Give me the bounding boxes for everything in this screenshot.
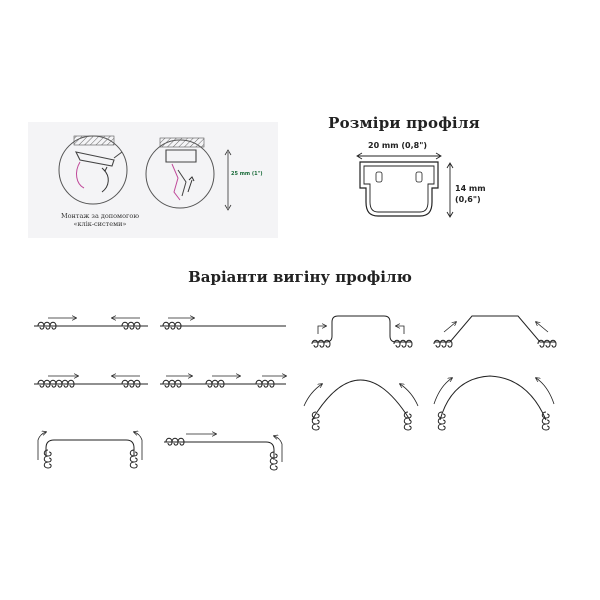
- profile-height-value: 14 mm: [455, 184, 486, 193]
- variant-raised-rectangle: [312, 315, 412, 347]
- variant-wide-arc: [303, 379, 419, 430]
- click-system-mount-drawing: [58, 135, 232, 211]
- clip-left: [76, 161, 85, 189]
- bending-variants-title: Варіанти вигіну профілю: [188, 268, 412, 286]
- variant-u-bend-both-ends: [37, 432, 143, 468]
- variant-l-bend-one-end: [164, 434, 283, 470]
- variant-straight-two-sides: [34, 318, 148, 329]
- profile-cross-section-drawing: [356, 152, 454, 218]
- variant-straight-multi-left: [34, 376, 148, 387]
- track-profile-left: [74, 151, 115, 167]
- variant-narrow-arc: [433, 375, 555, 430]
- variant-straight-multi-spread: [160, 376, 286, 387]
- profile-dimensions-title: Розміри профіля: [328, 114, 480, 132]
- mount-caption: Монтаж за допомогою «клік-системи»: [50, 212, 150, 228]
- profile-height-label: 14 mm (0,6"): [455, 183, 486, 205]
- rotate-arrow-right: [187, 179, 193, 193]
- variant-raised-trapezoid: [434, 315, 556, 347]
- ceiling-hatch-right: [159, 137, 205, 148]
- mounting-illustration-panel: [28, 122, 278, 238]
- profile-height-inch: (0,6"): [455, 195, 481, 204]
- ceiling-hatch-left: [73, 135, 115, 146]
- track-profile-right: [165, 149, 197, 163]
- mount-caption-line-2: «клік-системи»: [73, 220, 127, 228]
- mount-caption-line-1: Монтаж за допомогою: [60, 212, 139, 220]
- rotate-arrow-left: [101, 169, 109, 193]
- clip-right: [171, 163, 181, 201]
- profile-width-label: 20 mm (0,8"): [368, 141, 428, 150]
- variant-straight-one-side: [160, 318, 286, 329]
- mount-height-label: 25 mm (1"): [231, 171, 263, 177]
- profile-cross-section: [359, 161, 439, 217]
